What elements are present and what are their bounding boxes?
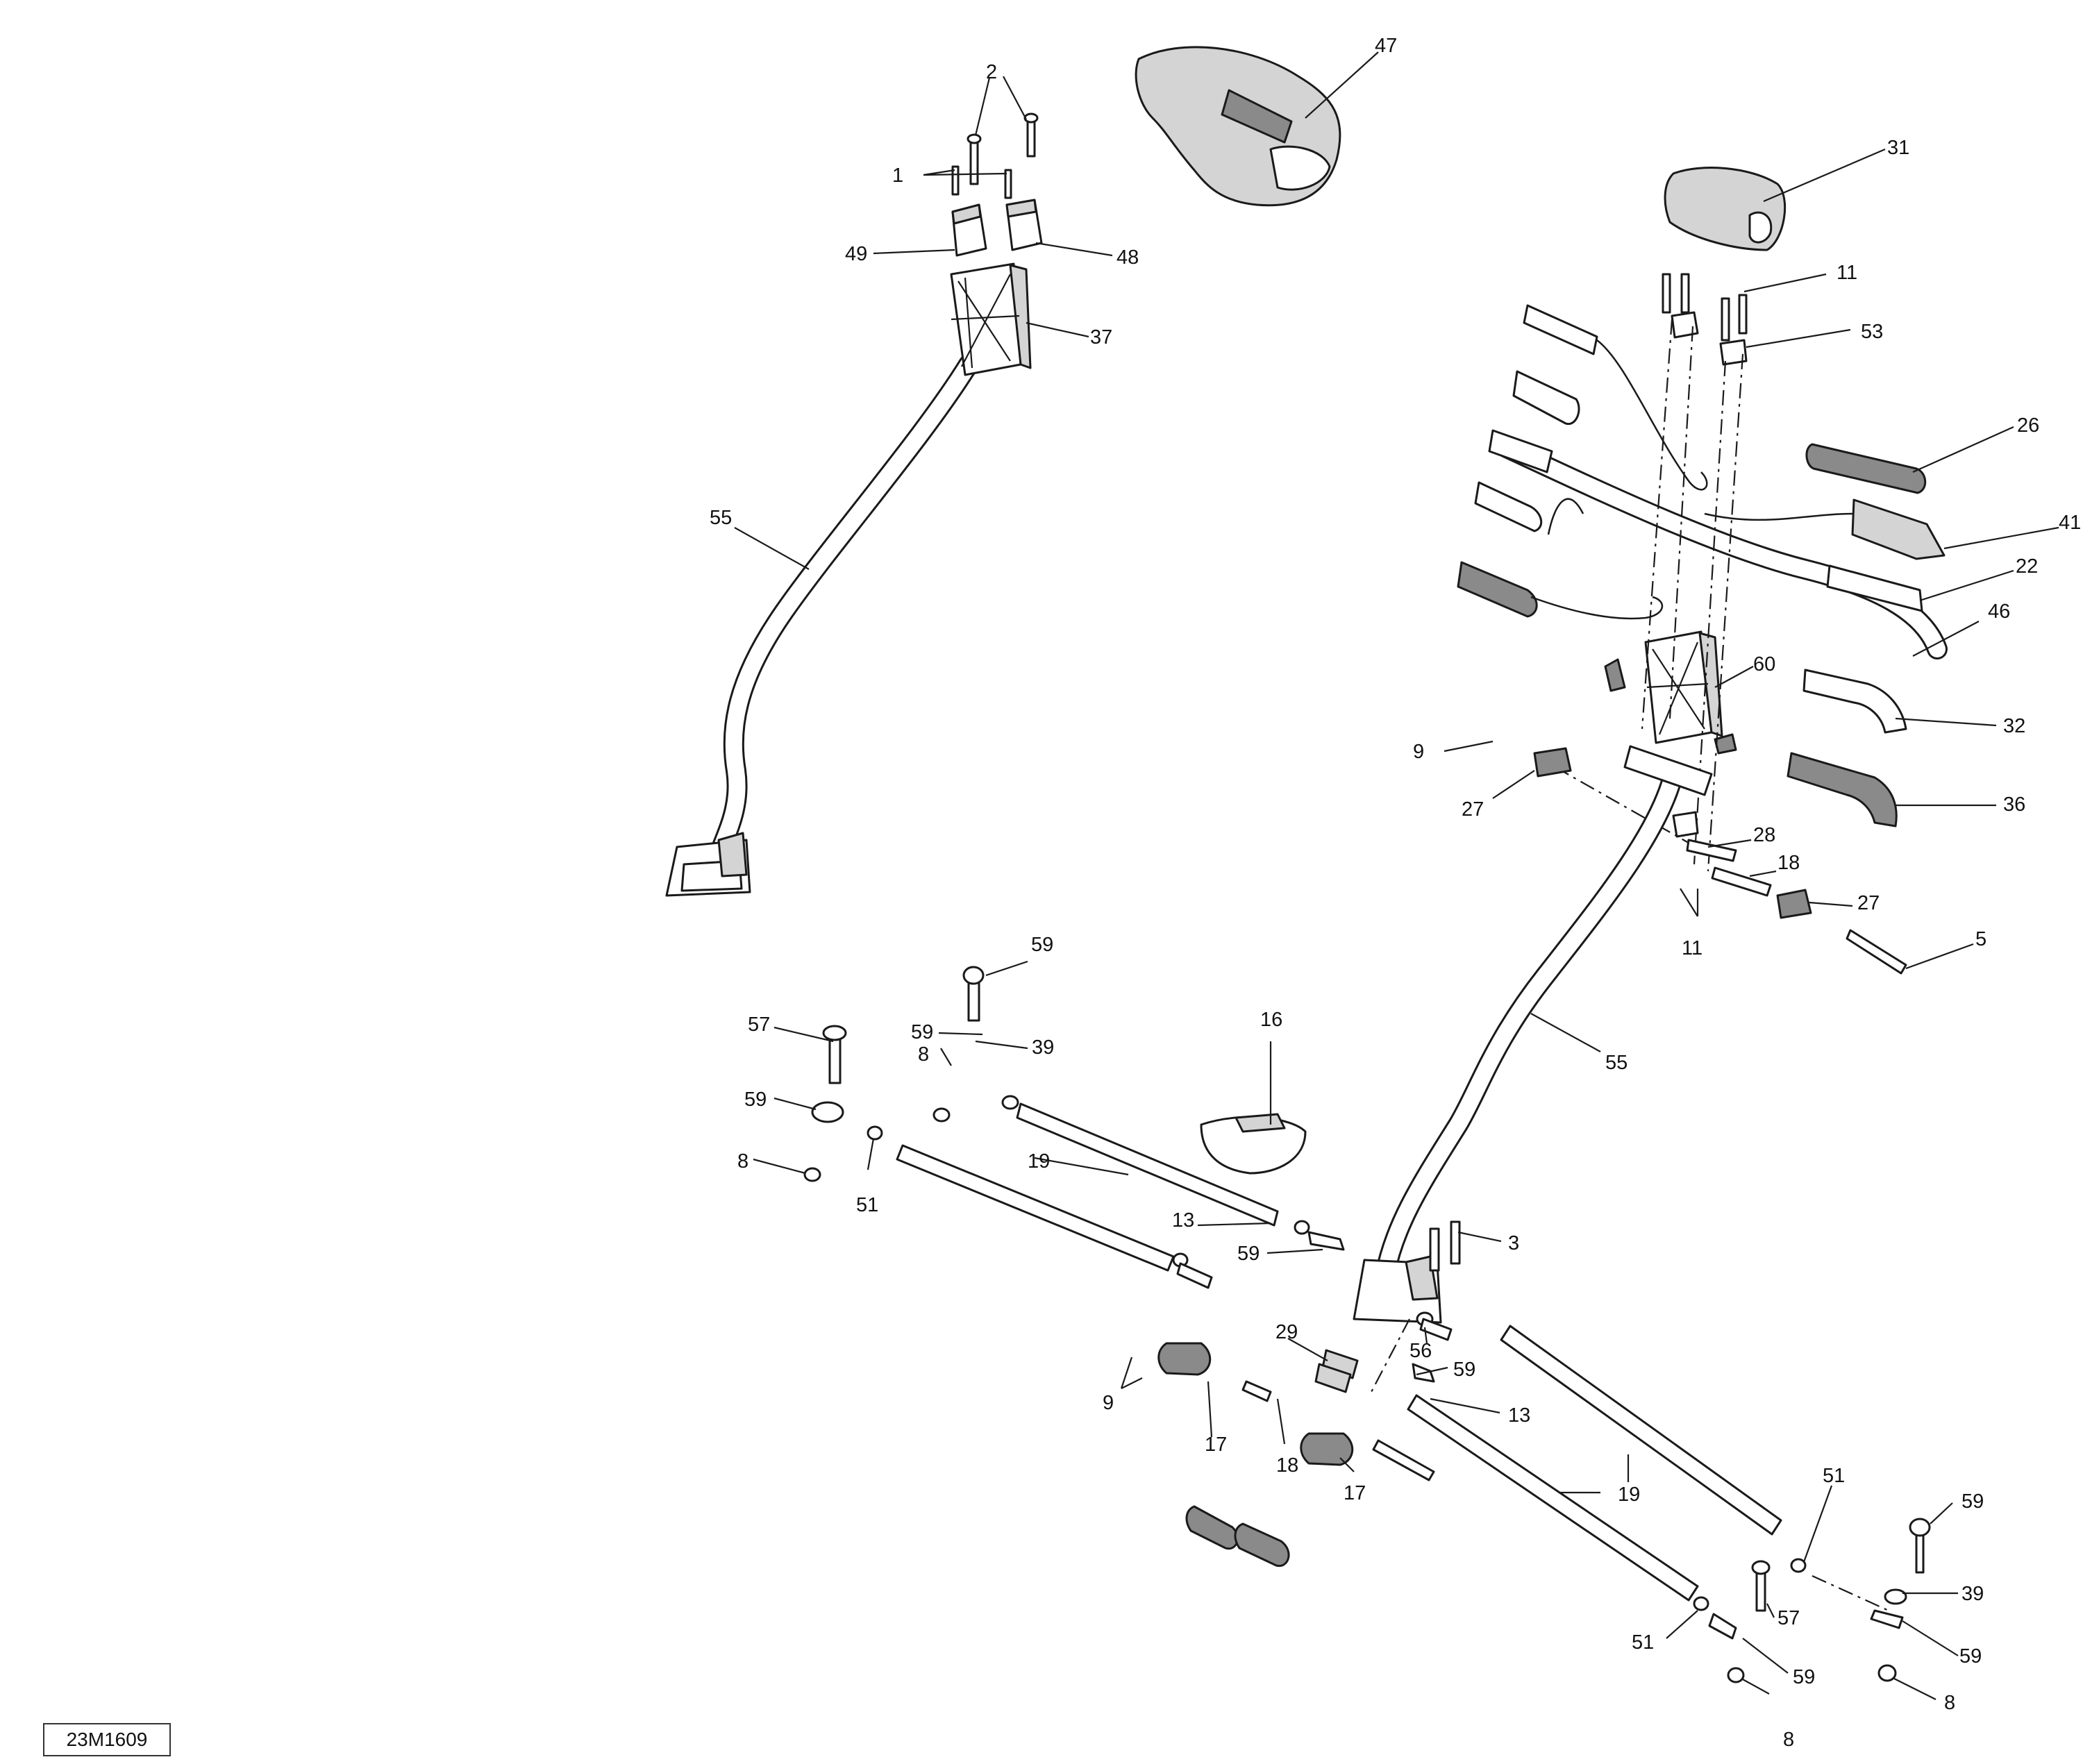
callout-9: 9 [1103, 1392, 1114, 1414]
callout-13: 13 [1508, 1404, 1530, 1427]
callout-28: 28 [1753, 824, 1775, 846]
callout-29: 29 [1275, 1321, 1298, 1343]
callout-59: 59 [1961, 1490, 1984, 1513]
callout-59: 59 [911, 1021, 933, 1043]
callout-59: 59 [1031, 934, 1053, 956]
callout-labels: 47 2 1 49 48 37 55 31 11 53 26 41 22 46 … [710, 35, 2081, 1751]
callout-41: 41 [2059, 512, 2081, 534]
leader-lines [734, 51, 2059, 1700]
callout-59: 59 [744, 1089, 767, 1111]
callout-32: 32 [2003, 715, 2025, 737]
callout-59: 59 [1453, 1359, 1475, 1381]
callout-19: 19 [1028, 1150, 1050, 1173]
callout-51: 51 [856, 1194, 878, 1216]
callout-19: 19 [1618, 1484, 1640, 1506]
callout-37: 37 [1090, 326, 1112, 348]
callout-57: 57 [748, 1014, 770, 1036]
callout-51: 51 [1632, 1631, 1654, 1654]
callout-59: 59 [1793, 1666, 1815, 1688]
callout-31: 31 [1887, 137, 1909, 159]
handlebar-pad-31 [1664, 167, 1787, 251]
callout-17: 17 [1344, 1482, 1366, 1504]
callout-26: 26 [2017, 414, 2039, 437]
callout-55: 55 [710, 507, 732, 529]
callout-8: 8 [1783, 1729, 1794, 1751]
right-handlebar-assembly [1353, 273, 1948, 1324]
callout-22: 22 [2016, 555, 2038, 578]
callout-48: 48 [1116, 246, 1139, 269]
callout-8: 8 [918, 1043, 929, 1066]
callout-13: 13 [1172, 1209, 1194, 1232]
callout-5: 5 [1975, 928, 1986, 950]
callout-2: 2 [986, 61, 997, 83]
handlebar-padding-47 [1135, 46, 1341, 207]
right-lower-rods [1157, 1311, 1931, 1683]
callout-9: 9 [1413, 741, 1424, 763]
callout-8: 8 [737, 1150, 748, 1173]
callout-57: 57 [1777, 1607, 1800, 1629]
callout-27: 27 [1857, 892, 1880, 914]
callout-56: 56 [1409, 1340, 1432, 1362]
callout-16: 16 [1260, 1009, 1282, 1031]
callout-55: 55 [1605, 1052, 1628, 1074]
callout-46: 46 [1988, 600, 2010, 623]
callout-17: 17 [1205, 1434, 1227, 1456]
callout-11: 11 [1682, 937, 1703, 959]
callout-27: 27 [1462, 798, 1484, 821]
callout-3: 3 [1508, 1232, 1519, 1254]
callout-1: 1 [892, 165, 903, 187]
callout-36: 36 [2003, 793, 2025, 816]
callout-39: 39 [1032, 1036, 1054, 1059]
callout-51: 51 [1823, 1465, 1845, 1487]
callout-59: 59 [1959, 1645, 1982, 1668]
callout-47: 47 [1375, 35, 1397, 57]
callout-60: 60 [1753, 653, 1775, 675]
callout-49: 49 [845, 243, 867, 265]
callout-18: 18 [1276, 1454, 1298, 1477]
callout-53: 53 [1861, 321, 1883, 343]
callout-8: 8 [1944, 1692, 1955, 1714]
left-steering-column-assembly [665, 112, 1043, 897]
callout-11: 11 [1837, 262, 1857, 284]
reference-code-label: 23M1609 [43, 1723, 171, 1756]
left-lower-rods [803, 966, 1345, 1289]
callout-39: 39 [1961, 1583, 1984, 1605]
callout-59: 59 [1237, 1243, 1260, 1265]
callout-18: 18 [1777, 852, 1800, 874]
